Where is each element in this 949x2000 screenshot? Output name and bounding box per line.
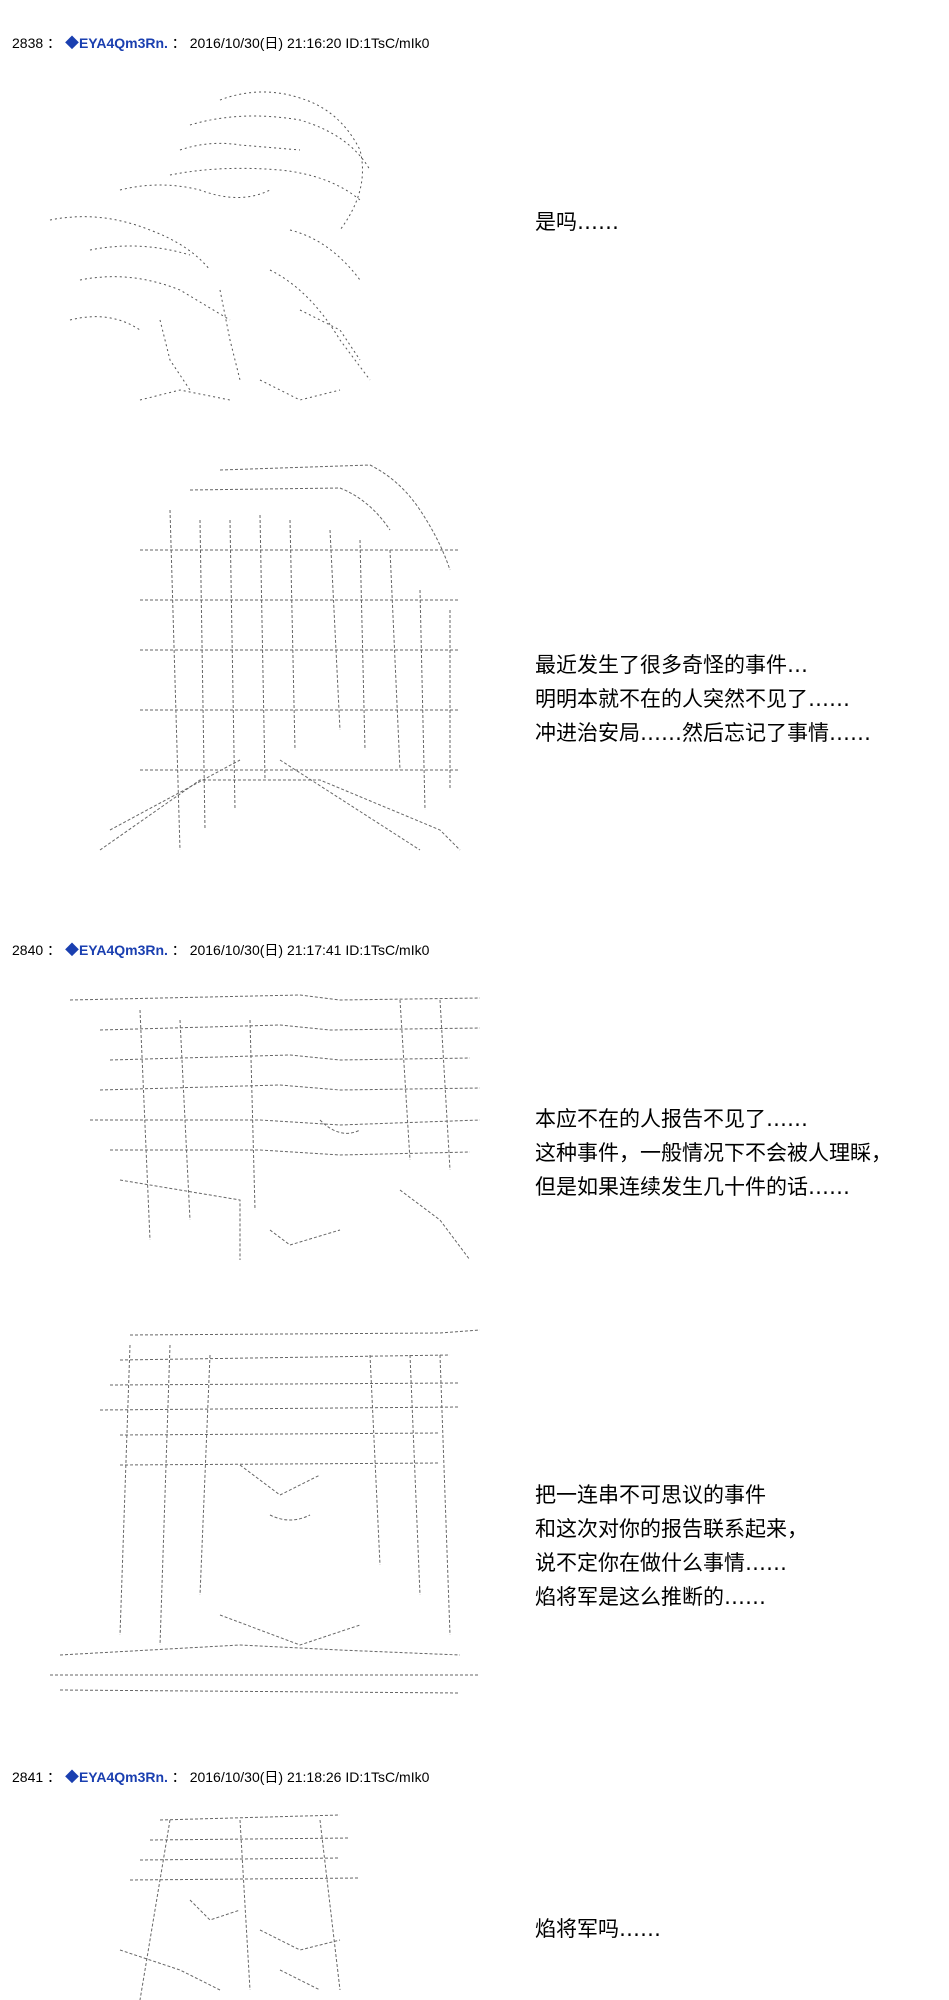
post-number: 2841 bbox=[12, 1769, 44, 1785]
separator: ： bbox=[47, 942, 62, 958]
dialogue-line: 但是如果连续发生几十件的话…… bbox=[535, 1175, 850, 1199]
post-datetime: 2016/10/30(日) 21:16:20 bbox=[189, 35, 342, 51]
dialogue-line: 本应不在的人报告不见了…… bbox=[535, 1107, 808, 1131]
dialogue-line: 这种事件，一般情况下不会被人理睬， bbox=[535, 1141, 892, 1165]
trip-diamond-icon: ◆ bbox=[64, 35, 79, 51]
dialogue-line: 说不定你在做什么事情…… bbox=[535, 1551, 787, 1575]
post-id: ID:1TsC/mIk0 bbox=[345, 942, 430, 958]
separator: ： bbox=[171, 942, 186, 958]
dialogue-line: 明明本就不在的人突然不见了…… bbox=[535, 687, 850, 711]
dialogue-line: 是吗…… bbox=[535, 210, 619, 234]
trip-diamond-icon: ◆ bbox=[64, 942, 79, 958]
ascii-art-character-3 bbox=[40, 980, 500, 1270]
dialogue-block: 把一连串不可思议的事件 和这次对你的报告联系起来， 说不定你在做什么事情…… 焰… bbox=[535, 1478, 808, 1614]
post-number: 2838 bbox=[12, 35, 44, 51]
dialogue-line: 把一连串不可思议的事件 bbox=[535, 1483, 766, 1507]
dialogue-line: 最近发生了很多奇怪的事件… bbox=[535, 653, 808, 677]
trip-diamond-icon: ◆ bbox=[64, 1769, 79, 1785]
dialogue-block: 是吗…… bbox=[535, 205, 619, 239]
poster-name[interactable]: EYA4Qm3Rn. bbox=[78, 942, 168, 958]
dialogue-line: 和这次对你的报告联系起来， bbox=[535, 1517, 808, 1541]
separator: ： bbox=[171, 1769, 186, 1785]
post-id: ID:1TsC/mIk0 bbox=[345, 35, 430, 51]
separator: ： bbox=[47, 35, 62, 51]
post-header: 2838 ： ◆EYA4Qm3Rn. ： 2016/10/30(日) 21:16… bbox=[12, 33, 429, 53]
ascii-art-character-1 bbox=[40, 80, 500, 420]
dialogue-block: 焰将军吗…… bbox=[535, 1912, 661, 1946]
post-number: 2840 bbox=[12, 942, 44, 958]
post-header: 2841 ： ◆EYA4Qm3Rn. ： 2016/10/30(日) 21:18… bbox=[12, 1767, 429, 1787]
poster-name[interactable]: EYA4Qm3Rn. bbox=[78, 1769, 168, 1785]
separator: ： bbox=[171, 35, 186, 51]
poster-name[interactable]: EYA4Qm3Rn. bbox=[78, 35, 168, 51]
post-datetime: 2016/10/30(日) 21:17:41 bbox=[189, 942, 342, 958]
ascii-art-character-2 bbox=[40, 450, 500, 860]
separator: ： bbox=[47, 1769, 62, 1785]
post-datetime: 2016/10/30(日) 21:18:26 bbox=[189, 1769, 342, 1785]
post-header: 2840 ： ◆EYA4Qm3Rn. ： 2016/10/30(日) 21:17… bbox=[12, 940, 429, 960]
ascii-art-character-4 bbox=[40, 1315, 500, 1695]
post-id: ID:1TsC/mIk0 bbox=[345, 1769, 430, 1785]
dialogue-block: 最近发生了很多奇怪的事件… 明明本就不在的人突然不见了…… 冲进治安局……然后忘… bbox=[535, 648, 871, 750]
dialogue-line: 冲进治安局……然后忘记了事情…… bbox=[535, 721, 871, 745]
dialogue-line: 焰将军吗…… bbox=[535, 1917, 661, 1941]
dialogue-block: 本应不在的人报告不见了…… 这种事件，一般情况下不会被人理睬， 但是如果连续发生… bbox=[535, 1102, 892, 1204]
dialogue-line: 焰将军是这么推断的…… bbox=[535, 1585, 766, 1609]
ascii-art-character-5 bbox=[40, 1800, 500, 2000]
